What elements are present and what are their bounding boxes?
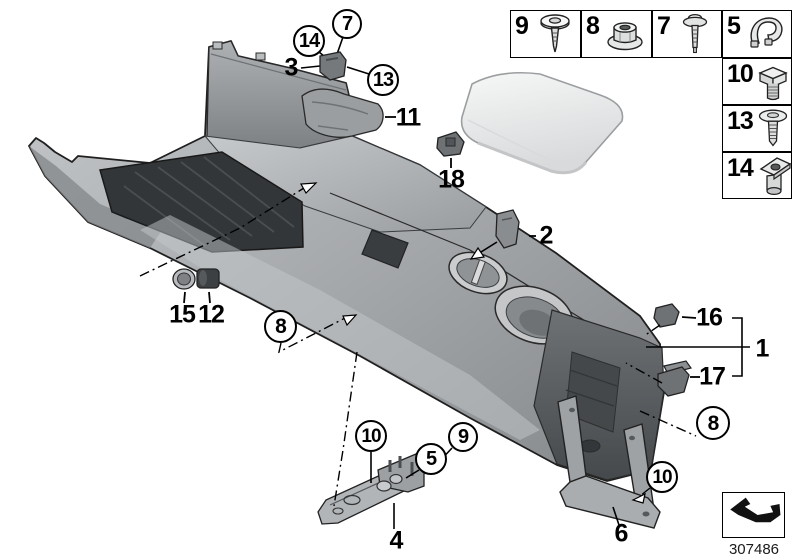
label-17: 17 (699, 362, 726, 391)
part-trim-cover-11 (301, 88, 384, 138)
part-carrier-6 (557, 395, 661, 529)
callout-circle-10-carrier: 10 (646, 461, 678, 493)
part-switch-18 (436, 131, 465, 157)
screw-with-washer-icon (528, 11, 580, 57)
label-6: 6 (614, 519, 629, 548)
callout-circle-5: 5 (415, 443, 447, 475)
direction-arrow-icon (730, 497, 781, 523)
legend-box-7: 7 (652, 10, 722, 58)
long-screw-icon (670, 11, 721, 57)
label-18: 18 (438, 165, 465, 194)
label-15: 15 (169, 300, 196, 329)
legend-box-5: 5 (722, 10, 792, 58)
part-bracket-2 (495, 209, 520, 249)
dash-dot-lines (139, 187, 697, 507)
callout-circle-7: 7 (332, 9, 362, 39)
legend-box-9: 9 (510, 10, 581, 58)
callout-circle-8-right: 8 (696, 406, 730, 440)
sleeve-nut-icon (753, 153, 797, 198)
callout-circle-14: 14 (293, 25, 325, 57)
label-12: 12 (198, 300, 225, 329)
part-support-bracket-4 (317, 453, 425, 525)
label-16: 16 (696, 303, 723, 332)
leader-arrowheads (300, 182, 646, 504)
spring-clip-icon (740, 11, 791, 57)
part-clip-16 (653, 303, 680, 328)
callout-circle-13: 13 (367, 64, 399, 96)
label-4: 4 (389, 526, 404, 555)
label-3: 3 (284, 53, 299, 82)
armrest-lid-part (460, 71, 624, 175)
legend-box-8: 8 (581, 10, 652, 58)
flange-nut-icon (599, 11, 651, 57)
callout-circle-8-left: 8 (264, 310, 297, 343)
label-1: 1 (755, 334, 770, 363)
legend-box-14: 14 (722, 152, 792, 199)
part-ring-15 (172, 268, 196, 290)
direction-indicator-box (722, 492, 785, 538)
part-socket-12 (196, 268, 220, 289)
legend-box-10: 10 (722, 58, 792, 105)
part-bracket-17 (657, 360, 692, 397)
cup-holder-round (448, 251, 508, 295)
label-11: 11 (395, 103, 421, 132)
legend-box-13: 13 (722, 105, 792, 152)
callout-circle-10-bracket: 10 (355, 420, 387, 452)
flat-head-screw-icon (753, 106, 793, 151)
hex-bolt-icon (753, 59, 793, 104)
diagram-part-number: 307486 (728, 541, 780, 558)
part-clip-3 (319, 51, 347, 81)
label-2: 2 (539, 221, 554, 250)
callout-circle-9: 9 (448, 422, 478, 452)
